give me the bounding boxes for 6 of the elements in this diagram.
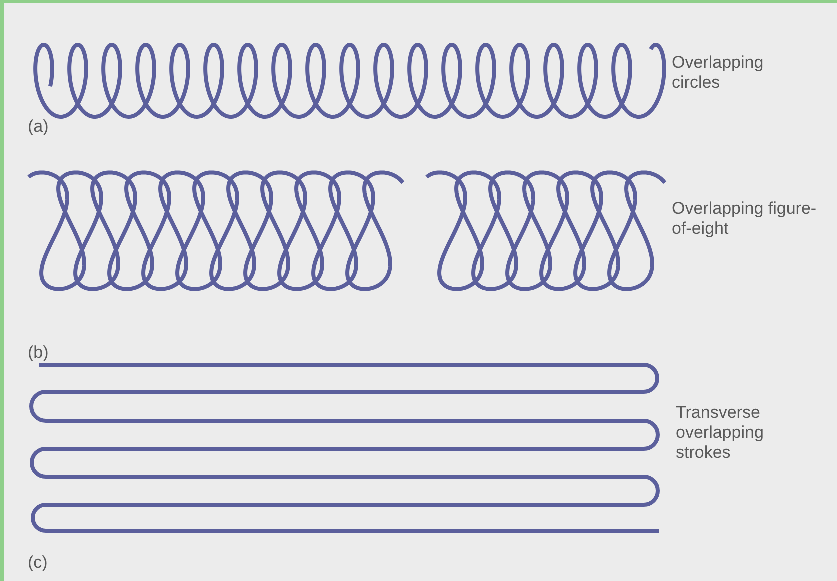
panel-label: (c) [28, 553, 49, 573]
panel-label: (b) [28, 343, 50, 363]
panel-label: (a) [28, 117, 50, 137]
pattern-label: Overlapping figure-of-eight [672, 199, 818, 239]
pattern-label: Overlapping circles [672, 53, 765, 93]
pattern-label: Transverse overlapping strokes [676, 403, 765, 463]
